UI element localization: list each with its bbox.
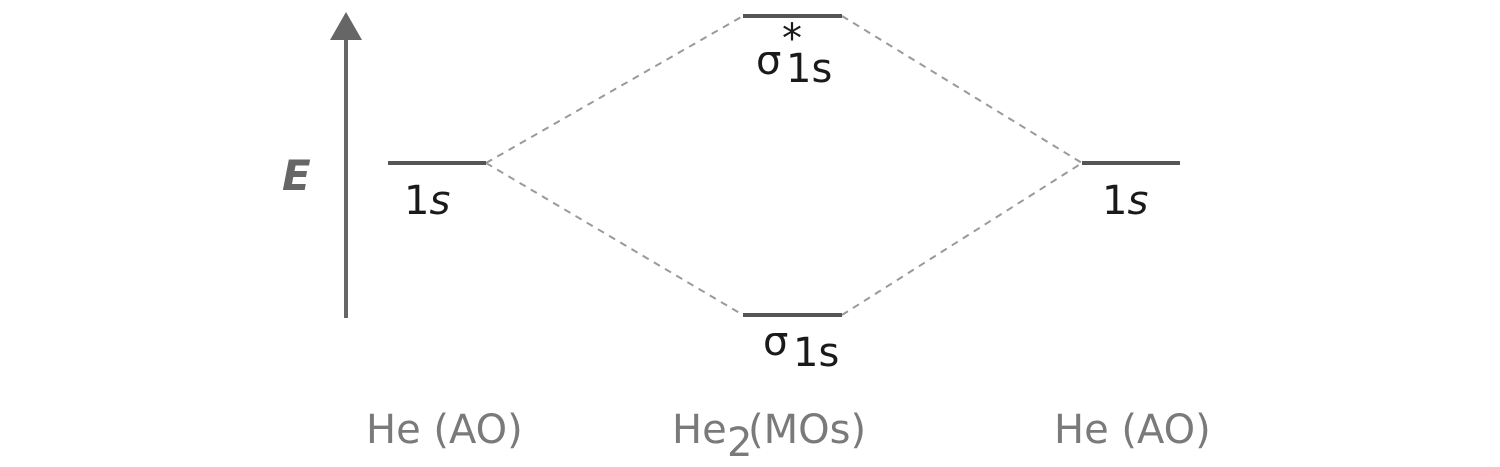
label-antibonding-sub: 1s — [786, 46, 832, 92]
connector-left-to-bonding — [485, 162, 744, 316]
label-right-ao: 1s — [1102, 178, 1148, 224]
energy-axis-arrowhead — [330, 12, 362, 40]
correlation-lines — [485, 15, 1083, 316]
footer-center-sub: 2 — [727, 420, 752, 466]
label-bonding: σ — [763, 319, 788, 365]
label-antibonding: σ — [756, 38, 781, 84]
footer-right: He (AO) — [1054, 407, 1211, 453]
connector-antibonding-to-right — [841, 15, 1083, 164]
energy-axis-label: E — [282, 151, 311, 200]
label-antibonding-star: * — [782, 16, 802, 62]
label-bonding-sub: 1s — [793, 330, 839, 376]
connector-bonding-to-right — [841, 162, 1083, 316]
footer-center-suffix: (MOs) — [748, 407, 866, 453]
label-left-ao: 1s — [404, 178, 450, 224]
connector-left-to-antibonding — [485, 15, 744, 164]
footer-left: He (AO) — [366, 407, 523, 453]
footer-center: He — [672, 407, 727, 453]
